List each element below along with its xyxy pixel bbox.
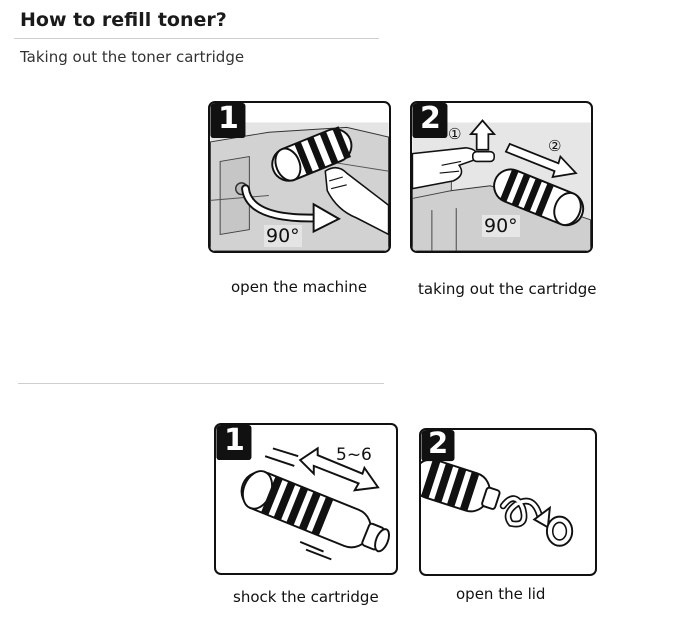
shock-cartridge-illustration bbox=[216, 425, 390, 561]
angle-label: 90° bbox=[264, 225, 302, 247]
title-divider bbox=[14, 38, 379, 39]
step-number: 2 bbox=[428, 428, 449, 460]
section-divider bbox=[18, 383, 384, 384]
step-number: 1 bbox=[224, 423, 245, 458]
step-1-caption: open the machine bbox=[231, 278, 368, 296]
pull-arrow-icon bbox=[468, 119, 497, 151]
step-number: 2 bbox=[420, 101, 441, 136]
step-number-badge bbox=[421, 430, 455, 462]
step-1-shock-cartridge-panel: 1 5~6 bbox=[214, 423, 398, 575]
step-2-open-lid-panel: 2 bbox=[419, 428, 597, 576]
step-2-caption-section2: open the lid bbox=[456, 585, 546, 603]
step-number: 1 bbox=[218, 101, 239, 136]
shake-arrow-icon bbox=[298, 446, 380, 492]
page-subtitle: Taking out the toner cartridge bbox=[20, 48, 245, 66]
step-number-badge bbox=[210, 103, 246, 139]
take-out-illustration bbox=[412, 103, 591, 251]
open-lid-illustration bbox=[421, 430, 574, 547]
arrow-label-1: ① bbox=[448, 125, 462, 143]
step-2-caption: taking out the cartridge bbox=[418, 280, 597, 298]
open-machine-illustration bbox=[210, 103, 389, 251]
step-1-open-machine-panel: 1 90° bbox=[208, 101, 391, 253]
step-number-badge bbox=[412, 103, 448, 139]
page-title: How to refill toner? bbox=[20, 9, 227, 31]
shake-count-label: 5~6 bbox=[336, 445, 372, 465]
step-number-badge bbox=[216, 425, 252, 461]
step-1-caption-section2: shock the cartridge bbox=[233, 588, 379, 606]
arrow-label-2: ② bbox=[548, 137, 562, 155]
cap-icon bbox=[545, 515, 574, 547]
angle-label: 90° bbox=[482, 215, 520, 237]
step-2-take-out-panel: 2 ① ② 90° bbox=[410, 101, 593, 253]
